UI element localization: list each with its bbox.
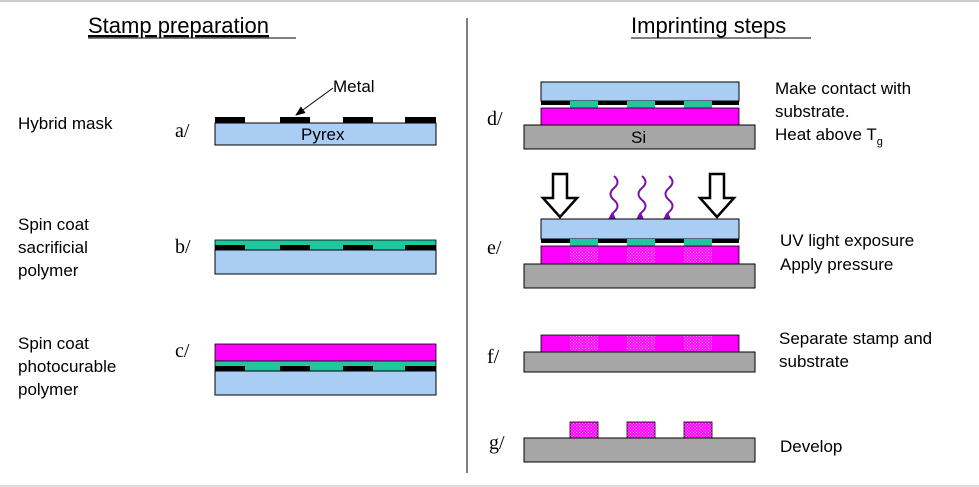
step-b: Spin coat sacrificial polymer b/ <box>18 215 437 280</box>
step-f-label-line-1: Separate stamp and <box>779 329 932 348</box>
pressure-arrow-icon <box>697 172 737 219</box>
step-b-letter: b/ <box>175 236 191 258</box>
metal-pad <box>343 245 373 250</box>
photopolymer-layer <box>214 343 437 362</box>
metal-pad <box>280 117 310 123</box>
step-d-label-subscript: g <box>877 136 883 148</box>
step-a-label-line-1: Hybrid mask <box>18 114 113 133</box>
metal-pad <box>215 117 245 123</box>
metal-pad <box>405 245 436 250</box>
step-d-letter: d/ <box>487 108 503 130</box>
metal-pad <box>343 366 373 371</box>
metal-pad <box>215 245 245 250</box>
step-c: Spin coat photocurable polymer c/ <box>18 334 437 399</box>
step-g: g/ Develop <box>489 421 842 463</box>
sacrificial-pad <box>684 239 712 246</box>
step-e-label-line-2: Apply pressure <box>780 255 893 274</box>
step-d-label-main: Heat above T <box>775 125 877 144</box>
metal-pointer-arrow <box>295 87 334 116</box>
step-d-label-line-1: Make contact with <box>775 79 911 98</box>
metal-pad <box>280 245 310 250</box>
step-e-label-line-1: UV light exposure <box>780 231 914 250</box>
metal-pad <box>215 366 245 371</box>
sacrificial-pad <box>570 101 598 108</box>
photopolymer-layer <box>540 107 740 126</box>
si-substrate <box>523 437 756 463</box>
step-d-label-line-2: substrate. <box>775 102 850 121</box>
step-b-label-line-1: Spin coat <box>18 215 89 234</box>
sacrificial-pad <box>684 101 712 108</box>
step-g-letter: g/ <box>489 432 505 454</box>
step-d-label-line-3: Heat above Tg <box>775 125 883 148</box>
cured-region <box>570 247 598 263</box>
step-b-label-line-3: polymer <box>18 261 79 280</box>
pyrex-label: Pyrex <box>301 125 345 144</box>
step-c-letter: c/ <box>175 340 190 362</box>
uv-wave-icon <box>657 175 676 230</box>
step-b-label-line-2: sacrificial <box>18 238 88 257</box>
uv-wave-icon <box>602 175 621 230</box>
sacrificial-pad <box>570 239 598 246</box>
si-substrate <box>523 263 756 289</box>
step-c-label-line-1: Spin coat <box>18 334 89 353</box>
si-label: Si <box>631 128 646 147</box>
pyrex-layer <box>214 370 437 396</box>
cured-region <box>684 336 712 351</box>
metal-pad <box>280 366 310 371</box>
step-d: d/ Si Make contact with substrate. Heat … <box>487 79 911 150</box>
pyrex-layer <box>214 249 437 275</box>
pyrex-layer <box>214 122 437 146</box>
developed-feature <box>626 421 656 439</box>
developed-feature <box>683 421 713 439</box>
step-f: f/ Separate stamp and substrate <box>487 329 932 373</box>
step-e-letter: e/ <box>487 237 502 259</box>
uv-wave-icon <box>630 175 649 230</box>
cured-region <box>627 247 655 263</box>
metal-pad <box>405 117 436 123</box>
step-a: Hybrid mask a/ Pyrex Metal <box>18 77 437 146</box>
sacrificial-layer <box>214 239 437 251</box>
si-substrate <box>523 124 756 150</box>
metal-pad <box>405 366 436 371</box>
pressure-arrow-icon <box>540 172 580 219</box>
metal-pad <box>343 117 373 123</box>
sacrificial-layer <box>214 360 437 372</box>
step-g-label-line-1: Develop <box>780 437 842 456</box>
sacrificial-pad <box>627 239 655 246</box>
step-e: e/ UV light exposure Apply pressure <box>487 172 914 289</box>
cured-region <box>627 336 655 351</box>
step-c-label-line-2: photocurable <box>18 357 116 376</box>
step-a-letter: a/ <box>175 120 190 142</box>
step-c-label-line-3: polymer <box>18 380 79 399</box>
step-f-label-line-2: substrate <box>779 352 849 371</box>
left-section-title: Stamp preparation <box>88 13 269 38</box>
cured-region <box>684 247 712 263</box>
sacrificial-pad <box>627 101 655 108</box>
right-section-title: Imprinting steps <box>631 13 786 38</box>
pyrex-layer <box>540 218 740 240</box>
si-substrate <box>523 351 756 373</box>
pyrex-layer <box>540 81 740 102</box>
step-f-letter: f/ <box>487 346 500 368</box>
cured-region <box>570 336 598 351</box>
metal-label: Metal <box>333 77 375 96</box>
developed-feature <box>569 421 599 439</box>
